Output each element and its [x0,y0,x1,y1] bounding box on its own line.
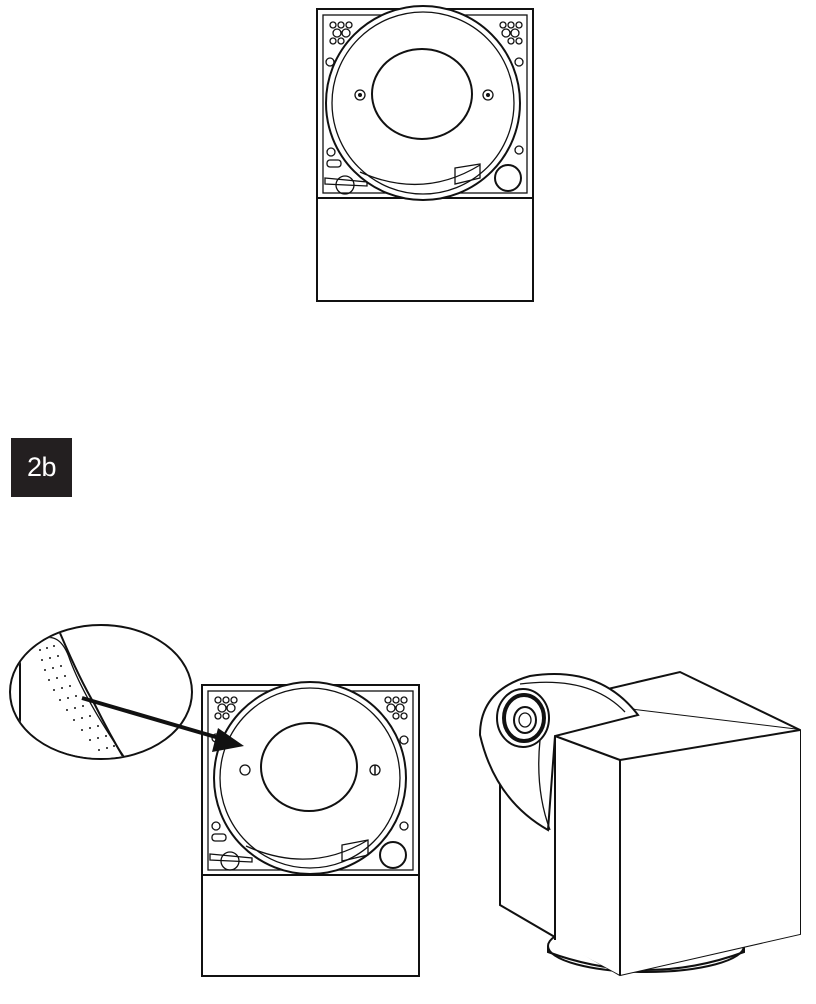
mount-base-top-illustration [316,5,534,302]
mount-opening-top [371,48,473,140]
arrow-head [212,728,244,752]
adhesive-callout [9,624,244,760]
mount-base-adhesive-illustration [201,681,420,977]
adhesive-dots [39,645,115,751]
camera-assembled-illustration [478,670,801,977]
corner-holes-bl-tr [384,696,409,745]
corner-holes-tl [325,21,353,67]
step-badge: 2b [11,438,72,497]
mount-disc-top [325,5,521,201]
corner-holes-tr [499,21,524,67]
step-label: 2b [26,452,57,482]
